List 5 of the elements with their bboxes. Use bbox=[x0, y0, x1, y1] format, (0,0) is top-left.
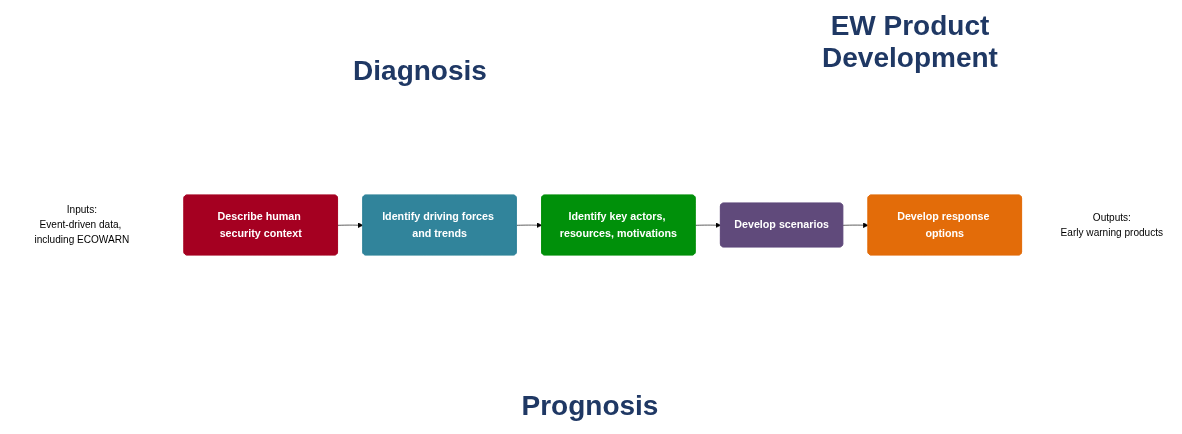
node-text: Inputs: Event-driven data, including ECOWARN bbox=[34, 204, 130, 246]
group-heading: Diagnosis bbox=[352, 55, 488, 87]
group-heading: Prognosis bbox=[520, 390, 660, 422]
node-text: Outputs: Early warning products bbox=[1060, 211, 1164, 238]
group-heading: EW Product Development bbox=[821, 10, 999, 74]
